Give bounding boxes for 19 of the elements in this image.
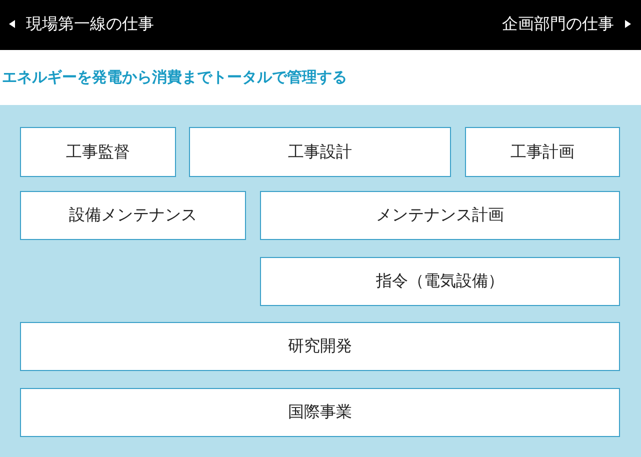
job-label: 工事設計 (288, 142, 352, 162)
job-box (20, 322, 620, 371)
job-label: 設備メンテナンス (69, 205, 197, 226)
header-label: 現場第一線の仕事 (26, 14, 154, 34)
job-box (20, 127, 176, 177)
job-label: 工事計画 (510, 142, 574, 162)
job-box (20, 191, 246, 240)
job-label: 工事監督 (66, 142, 130, 162)
job-label: 研究開発 (288, 336, 352, 357)
job-box (189, 127, 451, 177)
job-box (260, 191, 620, 240)
header-label: 企画部門の仕事 (502, 14, 614, 34)
job-label: 国際事業 (288, 402, 352, 423)
job-label: メンテナンス計画 (376, 205, 504, 226)
job-box (20, 388, 620, 437)
job-box (465, 127, 620, 177)
subtitle: エネルギーを発電から消費までトータルで管理する (2, 67, 347, 87)
job-label: 指令（電気設備） (376, 271, 504, 292)
job-box (260, 257, 620, 306)
